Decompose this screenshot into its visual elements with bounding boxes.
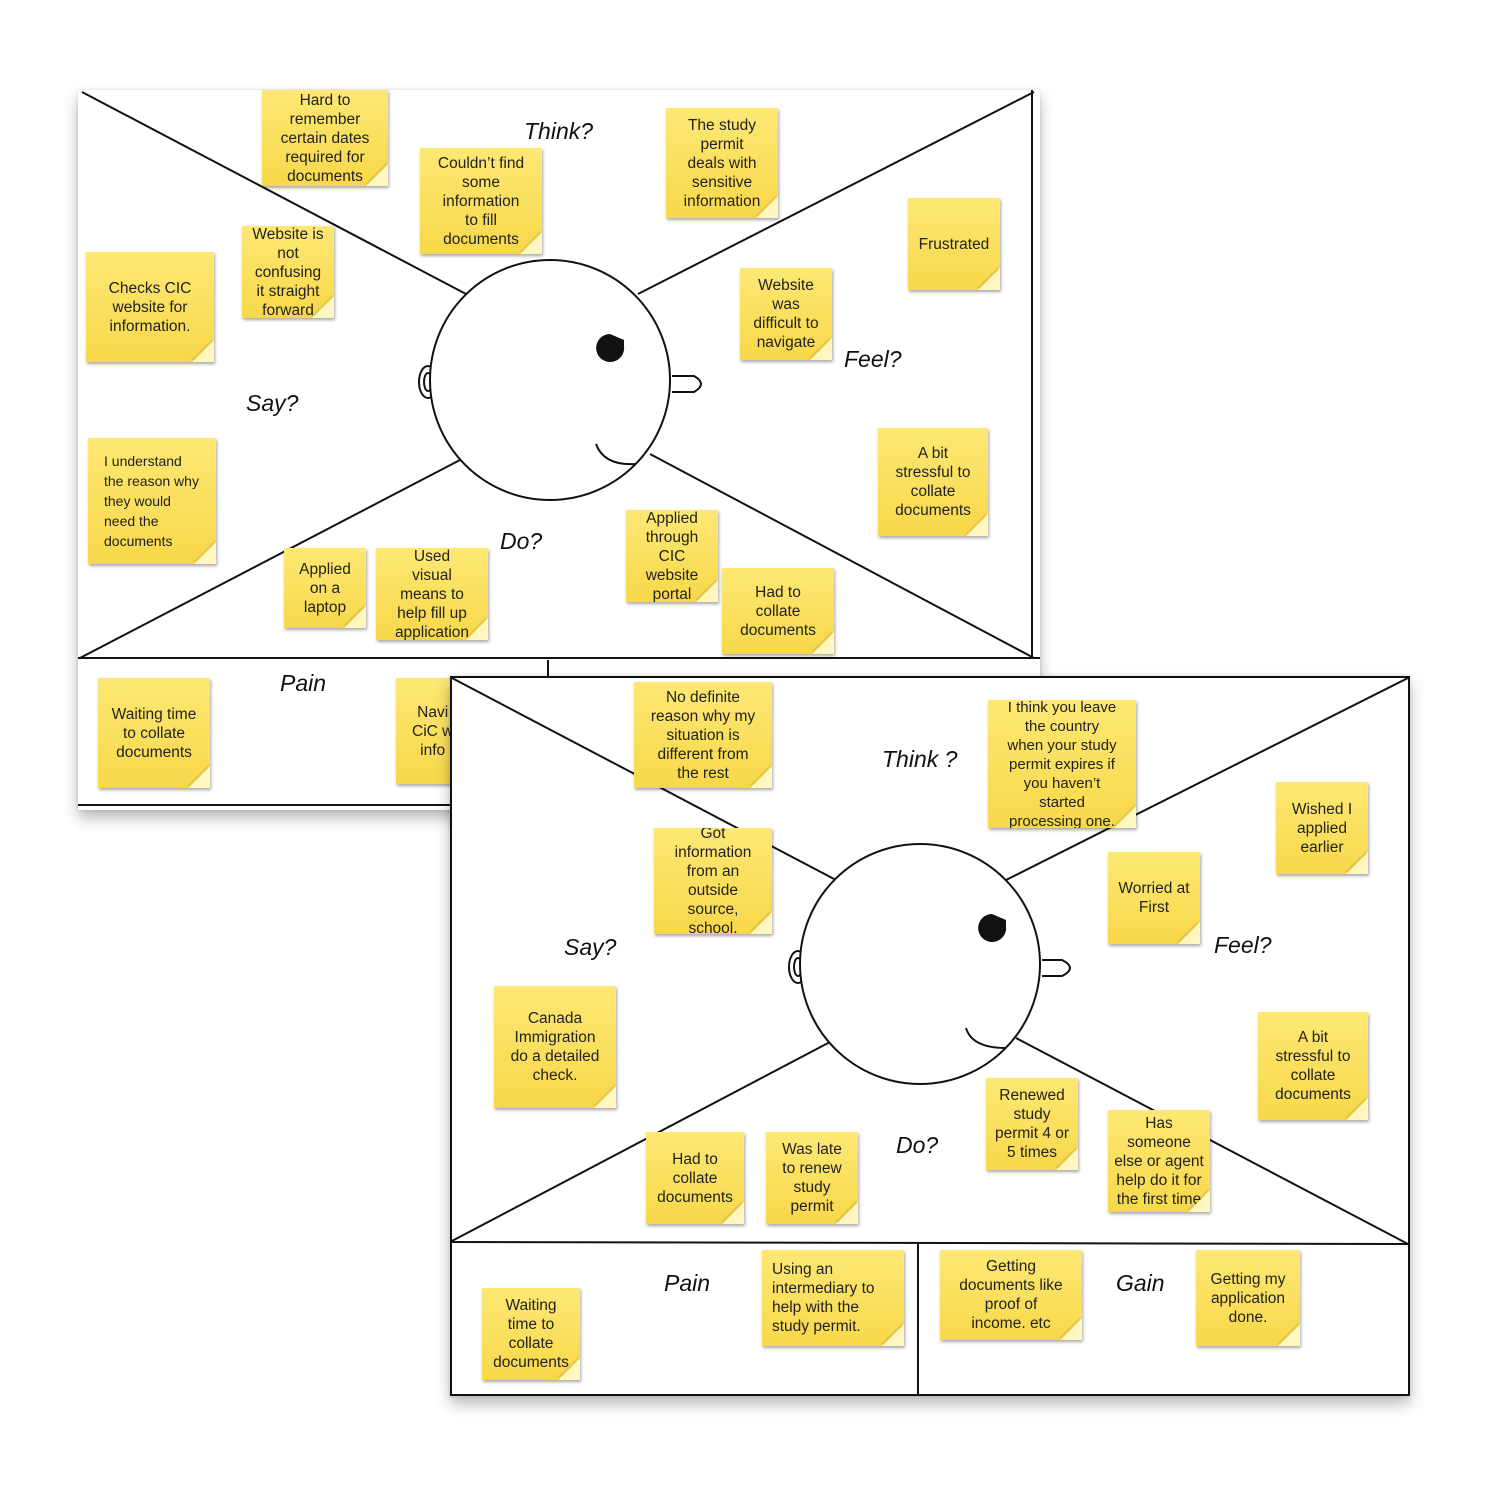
sticky-note[interactable]: Got information from an outside source, … — [654, 828, 772, 934]
sticky-note[interactable]: A bit stressful to collate documents — [1258, 1012, 1368, 1120]
eye-icon — [978, 914, 1007, 942]
sticky-note[interactable]: Website is not confusing it straight for… — [242, 226, 334, 318]
head-illustration — [418, 259, 702, 501]
board-1-grid-lines — [78, 90, 1040, 806]
do-label: Do? — [896, 1132, 939, 1158]
gain-label: Gain — [1116, 1270, 1165, 1296]
do-label: Do? — [500, 528, 543, 554]
board-2-grid-lines — [450, 676, 1410, 1396]
sticky-note[interactable]: Canada Immigration do a detailed check. — [494, 986, 616, 1108]
sticky-note[interactable]: Renewed study permit 4 or 5 times — [986, 1078, 1078, 1170]
sticky-note[interactable]: Hard to remember certain dates required … — [262, 90, 388, 186]
feel-label: Feel? — [1214, 932, 1272, 958]
sticky-note[interactable]: I think you leave the country when your … — [988, 700, 1136, 828]
sticky-note[interactable]: Had to collate documents — [722, 568, 834, 654]
think-label: Think? — [524, 118, 594, 144]
sticky-note[interactable]: Getting documents like proof of income. … — [940, 1250, 1082, 1340]
sticky-note[interactable]: Worried at First — [1108, 852, 1200, 944]
feel-label: Feel? — [844, 346, 902, 372]
head-illustration — [788, 843, 1071, 1085]
sticky-note[interactable]: Checks CIC website for information. — [86, 252, 214, 362]
sticky-note[interactable]: I understand the reason why they would n… — [88, 438, 216, 564]
sticky-note[interactable]: Applied through CIC website portal — [626, 510, 718, 602]
sticky-note[interactable]: Used visual means to help fill up applic… — [376, 548, 488, 640]
sticky-note[interactable]: Using an intermediary to help with the s… — [762, 1250, 904, 1346]
say-label: Say? — [246, 390, 299, 416]
sticky-note[interactable]: Website was difficult to navigate — [740, 268, 832, 360]
sticky-note[interactable]: Has someone else or agent help do it for… — [1108, 1110, 1210, 1212]
think-label: Think ? — [882, 746, 958, 772]
sticky-note[interactable]: Getting my application done. — [1196, 1250, 1300, 1346]
sticky-note[interactable]: Applied on a laptop — [284, 548, 366, 628]
empathy-map-board-1: Think? Feel? Say? Do? Pain Hard to remem… — [78, 90, 1040, 810]
sticky-note[interactable]: No definite reason why my situation is d… — [634, 682, 772, 788]
pain-label: Pain — [280, 670, 327, 696]
sticky-note[interactable]: Wished I applied earlier — [1276, 782, 1368, 874]
say-label: Say? — [564, 934, 617, 960]
sticky-note[interactable]: Had to collate documents — [646, 1132, 744, 1224]
sticky-note[interactable]: Couldn’t find some information to fill d… — [420, 148, 542, 254]
sticky-note[interactable]: Was late to renew study permit — [766, 1132, 858, 1224]
sticky-note[interactable]: A bit stressful to collate documents — [878, 428, 988, 536]
pain-label: Pain — [664, 1270, 711, 1296]
eye-icon — [596, 334, 625, 362]
empathy-map-board-2: Think ? Feel? Say? Do? Pain Gain No defi… — [450, 676, 1410, 1396]
sticky-note[interactable]: The study permit deals with sensitive in… — [666, 108, 778, 218]
sticky-note[interactable]: Waiting time to collate documents — [482, 1288, 580, 1380]
sticky-note[interactable]: Waiting time to collate documents — [98, 678, 210, 788]
sticky-note[interactable]: Frustrated — [908, 198, 1000, 290]
